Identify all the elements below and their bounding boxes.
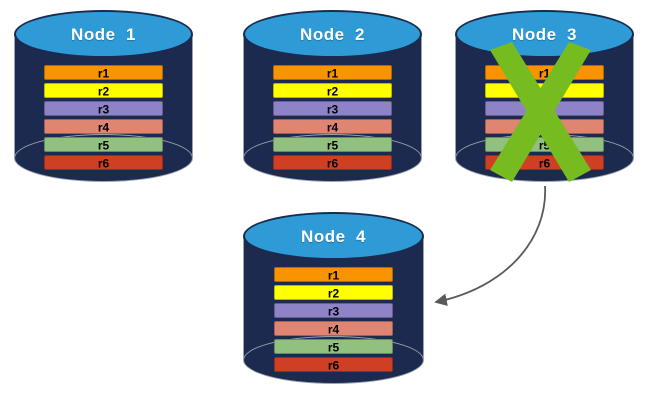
- row-label: r4: [327, 322, 340, 336]
- row-label: r4: [97, 120, 110, 134]
- row-label: r6: [538, 156, 551, 170]
- node-2-row-r5[interactable]: r5: [273, 137, 392, 152]
- row-label: r1: [327, 268, 340, 282]
- node-4-row-r5[interactable]: r5: [273, 339, 394, 354]
- row-label: r1: [538, 66, 551, 80]
- row-label: r5: [97, 138, 110, 152]
- row-label: r1: [97, 66, 110, 80]
- node-2-row-r4[interactable]: r4: [273, 119, 392, 134]
- node-1-top: Node 1: [14, 10, 193, 58]
- row-label: r3: [538, 102, 551, 116]
- node-2-row-r6[interactable]: r6: [273, 155, 392, 170]
- node-3-row-r4[interactable]: r4: [485, 119, 604, 134]
- node-3-row-r1[interactable]: r1: [485, 65, 604, 80]
- node-1[interactable]: r1 r2 r3 r4 r5 r6 Node 1: [14, 10, 193, 182]
- row-label: r6: [97, 156, 110, 170]
- row-label: r3: [97, 102, 110, 116]
- node-4-row-r3[interactable]: r3: [273, 303, 394, 318]
- node-2-row-r2[interactable]: r2: [273, 83, 392, 98]
- node-2-top: Node 2: [243, 10, 422, 58]
- node-4-row-r4[interactable]: r4: [273, 321, 394, 336]
- node-2-label: Node 2: [300, 25, 365, 44]
- node-1-rows: r1 r2 r3 r4 r5 r6: [14, 65, 193, 170]
- node-1-row-r4[interactable]: r4: [44, 119, 163, 134]
- node-3-label: Node 3: [512, 25, 577, 44]
- row-label: r6: [326, 156, 339, 170]
- node-3-rows: r1 r2 r3 r4 r5 r6: [455, 65, 634, 170]
- node-4-top: Node 4: [243, 212, 424, 260]
- node-2-rows: r1 r2 r3 r4 r5 r6: [243, 65, 422, 170]
- node-3-top: Node 3: [455, 10, 634, 58]
- node-3-row-r6[interactable]: r6: [485, 155, 604, 170]
- row-label: r5: [327, 340, 340, 354]
- node-1-row-r1[interactable]: r1: [44, 65, 163, 80]
- node-1-row-r6[interactable]: r6: [44, 155, 163, 170]
- node-3-row-r2[interactable]: r2: [485, 83, 604, 98]
- row-label: r5: [326, 138, 339, 152]
- node-3[interactable]: r1 r2 r3 r4 r5 r6 Node 3: [455, 10, 634, 182]
- node-4[interactable]: r1 r2 r3 r4 r5 r6 Node 4: [243, 212, 424, 384]
- row-label: r2: [326, 84, 339, 98]
- row-label: r4: [538, 120, 551, 134]
- row-label: r1: [326, 66, 339, 80]
- node-3-row-r3[interactable]: r3: [485, 101, 604, 116]
- row-label: r5: [538, 138, 551, 152]
- connector-path: [434, 185, 546, 307]
- node-2-row-r3[interactable]: r3: [273, 101, 392, 116]
- node-1-row-r5[interactable]: r5: [44, 137, 163, 152]
- node-1-row-r3[interactable]: r3: [44, 101, 163, 116]
- node-1-label: Node 1: [71, 25, 136, 44]
- node-1-row-r2[interactable]: r2: [44, 83, 163, 98]
- node-4-label: Node 4: [301, 227, 366, 246]
- node-3-row-r5[interactable]: r5: [485, 137, 604, 152]
- node-4-row-r1[interactable]: r1: [273, 267, 394, 282]
- node-4-row-r6[interactable]: r6: [273, 357, 394, 372]
- row-label: r4: [326, 120, 339, 134]
- row-label: r2: [538, 84, 551, 98]
- row-label: r2: [97, 84, 110, 98]
- row-label: r3: [327, 304, 340, 318]
- row-label: r3: [326, 102, 339, 116]
- row-label: r6: [327, 358, 340, 372]
- node-4-row-r2[interactable]: r2: [273, 285, 394, 300]
- node-2-row-r1[interactable]: r1: [273, 65, 392, 80]
- row-label: r2: [327, 286, 340, 300]
- node-4-rows: r1 r2 r3 r4 r5 r6: [243, 267, 424, 372]
- node-2[interactable]: r1 r2 r3 r4 r5 r6 Node 2: [243, 10, 422, 182]
